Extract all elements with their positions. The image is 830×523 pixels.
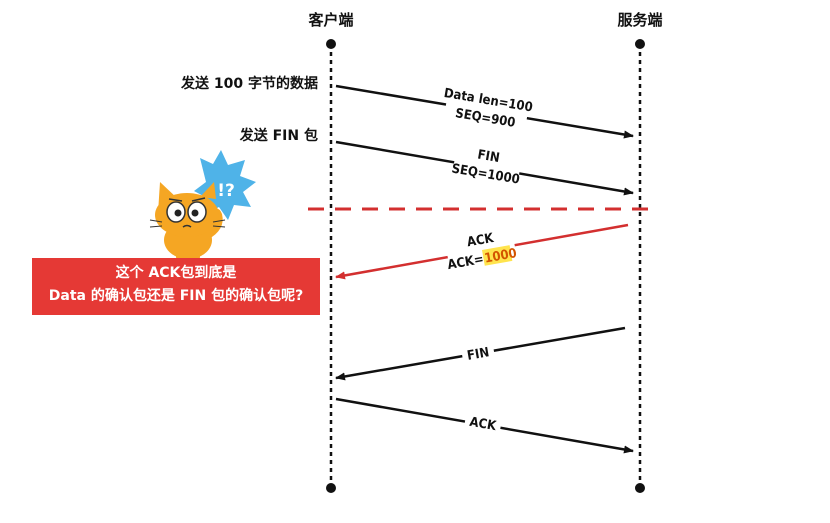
final-ack-text: ACK	[468, 415, 498, 435]
callout-line-1: 这个 ACK包到底是	[115, 265, 237, 281]
confused-cat-illustration: !?	[149, 150, 256, 260]
cat-left-brow	[168, 198, 183, 202]
cat-mouth	[182, 224, 192, 228]
client-lifeline-start-dot	[326, 39, 336, 49]
client-fin-label: FIN SEQ=1000	[450, 140, 523, 189]
cat-whisker	[149, 225, 163, 228]
server-fin-text: FIN	[466, 345, 490, 364]
final-ack-label: ACK	[463, 410, 503, 436]
server-lifeline-start-dot	[635, 39, 645, 49]
final-ack-label-bg	[463, 410, 503, 436]
server-fin-label-bg	[460, 340, 496, 366]
ack-text: ACK	[466, 231, 496, 251]
server-lifeline-end-dot	[635, 483, 645, 493]
cat-whisker	[212, 225, 226, 228]
client-lifeline-end-dot	[326, 483, 336, 493]
cat-right-brow	[191, 197, 206, 202]
data-segment-label: Data len=100 SEQ=900	[443, 82, 534, 134]
send-fin-note: 发送 FIN 包	[239, 127, 318, 144]
cat-whisker	[212, 219, 226, 223]
cat-right-ear	[200, 182, 216, 199]
cat-left-leg	[176, 250, 184, 260]
server-header: 服务端	[617, 11, 662, 29]
cat-whisker	[149, 219, 163, 223]
burst-text: !?	[217, 181, 235, 201]
send-data-note: 发送 100 字节的数据	[180, 75, 318, 92]
ack-value-text: 1000	[483, 246, 518, 266]
cat-right-pupil	[191, 209, 199, 217]
client-header: 客户端	[307, 11, 353, 29]
question-callout-banner: 这个 ACK包到底是 Data 的确认包还是 FIN 包的确认包呢?	[32, 258, 320, 315]
data-segment-label-bg	[443, 82, 531, 134]
callout-line-2: Data 的确认包还是 FIN 包的确认包呢?	[48, 288, 304, 304]
server-fin-label: FIN	[460, 340, 496, 366]
cat-left-pupil	[174, 209, 182, 217]
client-fin-text: FIN	[476, 148, 500, 166]
cat-head	[155, 193, 219, 237]
client-fin-label-bg	[451, 140, 523, 189]
ack-1000-label: ACK ACK= 1000	[443, 222, 518, 276]
ack-value-highlight	[482, 245, 513, 266]
ack-prefix-text: ACK=	[446, 252, 485, 273]
cat-right-leg	[192, 250, 200, 260]
